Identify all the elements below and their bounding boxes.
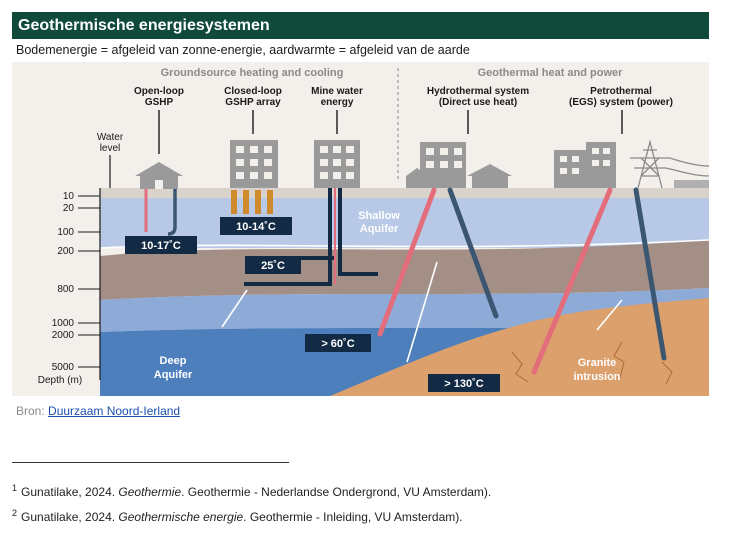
depth-tick-2000: 2000: [52, 330, 75, 341]
house-icon: [135, 162, 183, 189]
house-icon: [406, 164, 512, 188]
subtitle: Bodemenergie = afgeleid van zonne-energi…: [16, 43, 470, 57]
depth-tick-200: 200: [57, 246, 74, 257]
deep-aquifer-label-1: Deep: [160, 355, 187, 367]
depth-tick-800: 800: [57, 284, 74, 295]
footnote-1-pre: Gunatilake, 2024.: [21, 485, 119, 499]
shallow-aquifer-layer: [100, 198, 709, 248]
label-closed-loop-2: GSHP array: [225, 97, 281, 108]
water-level-label-2: level: [100, 143, 121, 154]
footnote-2-pre: Gunatilake, 2024.: [21, 510, 119, 524]
depth-tick-20: 20: [63, 203, 75, 214]
source-line: Bron: Duurzaam Noord-Ierland: [16, 404, 180, 418]
water-level-label-1: Water: [97, 132, 124, 143]
label-petrothermal-2: (EGS) system (power): [569, 97, 673, 108]
depth-tick-100: 100: [57, 227, 74, 238]
label-hydrothermal-1: Hydrothermal system: [427, 86, 529, 97]
temp-mine-water: 25˚C: [261, 260, 285, 272]
footnote-2-italic: Geothermische energie: [118, 510, 244, 524]
temp-closed-loop: 10-14˚C: [236, 221, 276, 233]
deep-aquifer-label-2: Aquifer: [154, 369, 193, 381]
granite-label-1: Granite: [578, 357, 617, 369]
apartment-building-icon: [314, 140, 360, 188]
label-mine-water-1: Mine water: [311, 86, 363, 97]
depth-axis-label: Depth (m): [38, 375, 82, 386]
geothermal-diagram: Groundsource heating and cooling Geother…: [12, 62, 709, 396]
temp-hydrothermal: > 60˚C: [321, 338, 354, 350]
source-link[interactable]: Duurzaam Noord-Ierland: [48, 404, 181, 418]
label-mine-water-2: energy: [321, 97, 354, 108]
depth-tick-1000: 1000: [52, 318, 75, 329]
footnote-1-italic: Geothermie: [118, 485, 182, 499]
granite-label-2: intrusion: [573, 371, 620, 383]
temp-petrothermal: > 130˚C: [444, 378, 483, 390]
label-petrothermal-1: Petrothermal: [590, 86, 652, 97]
label-hydrothermal-2: (Direct use heat): [439, 97, 517, 108]
footnote-2-post: . Geothermie - Inleiding, VU Amsterdam).: [243, 510, 463, 524]
footnote-1-number: 1: [12, 483, 18, 493]
granite-intrusion: [330, 298, 709, 396]
label-open-loop-2: GSHP: [145, 97, 174, 108]
shallow-aquifer-label-2: Aquifer: [360, 223, 399, 235]
footnote-divider: [12, 462, 289, 463]
shallow-aquifer-label-1: Shallow: [358, 210, 400, 222]
document-title: Geothermische energiesystemen: [12, 12, 709, 39]
depth-tick-10: 10: [63, 191, 75, 202]
section-label-right: Geothermal heat and power: [478, 67, 624, 79]
apartment-building-icon: [554, 142, 616, 188]
ground-surface: [100, 188, 709, 198]
footnote-2-number: 2: [12, 508, 18, 518]
label-open-loop-1: Open-loop: [134, 86, 184, 97]
source-prefix: Bron:: [16, 404, 45, 418]
depth-tick-5000: 5000: [52, 362, 75, 373]
power-pylon-icon: [630, 139, 709, 189]
section-label-left: Groundsource heating and cooling: [161, 67, 344, 79]
label-closed-loop-1: Closed-loop: [224, 86, 282, 97]
footnote-1-post: . Geothermie - Nederlandse Ondergrond, V…: [181, 485, 492, 499]
temp-open-loop: 10-17˚C: [141, 240, 181, 252]
apartment-building-icon: [230, 140, 278, 188]
